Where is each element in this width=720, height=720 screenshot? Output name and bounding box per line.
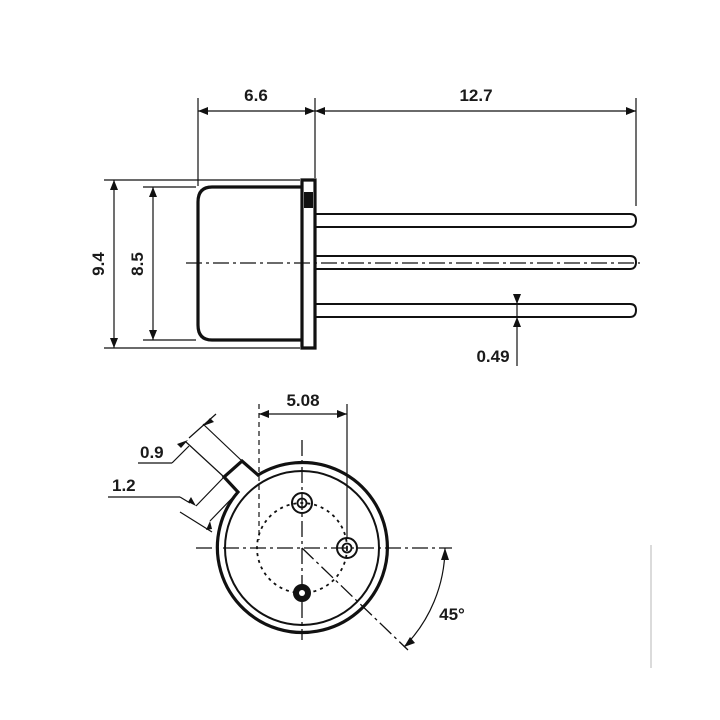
arrow-head: [110, 180, 118, 190]
ext-line-tab-top: [202, 423, 243, 462]
arrow-head: [149, 187, 157, 197]
arrow-head: [259, 410, 269, 418]
dim-label-flange-diameter: 9.4: [89, 252, 108, 276]
dim-label-lead-spacing: 5.08: [286, 391, 319, 410]
arrow-head: [177, 440, 188, 448]
pin-bottom-center: [299, 590, 305, 596]
arrow-head: [110, 338, 118, 348]
dim-label-tab-length: 1.2: [112, 476, 136, 495]
dim-label-tab-angle: 45°: [439, 605, 465, 624]
angle-arc: [403, 547, 446, 648]
bottom-view: 5.08 0.9 1.2 45°: [108, 391, 465, 651]
arrow-head: [513, 294, 521, 304]
arrow-head: [315, 107, 325, 115]
dim-label-lead-length: 12.7: [459, 86, 492, 105]
arrow-head: [513, 317, 521, 327]
dim-label-body-diameter: 8.5: [128, 252, 147, 276]
ext-line-tab-base: [209, 491, 239, 522]
arrow-head: [337, 410, 347, 418]
side-view: 6.6 12.7 9.4 8.5 0.49: [89, 86, 640, 366]
arrow-head: [305, 107, 315, 115]
pin-top: [296, 497, 308, 509]
dim-label-lead-diameter: 0.49: [476, 347, 509, 366]
arrow-head: [441, 548, 449, 560]
lead-middle: [315, 255, 638, 270]
lead-top: [315, 213, 638, 228]
dim-label-tab-width: 0.9: [140, 443, 164, 462]
arrow-head: [203, 418, 214, 426]
tab-axis-line: [301, 547, 409, 651]
dim-label-body-length: 6.6: [244, 86, 268, 105]
lead-bottom: [315, 303, 638, 318]
arrow-head: [188, 497, 196, 506]
arrow-head: [206, 521, 212, 530]
pin-right: [341, 542, 353, 554]
leader-tab-length-angle: [179, 496, 191, 504]
arrow-head: [626, 107, 636, 115]
arrow-head: [404, 637, 415, 647]
leader-tab-width-angle: [171, 445, 190, 464]
arrow-head: [149, 330, 157, 340]
ext-line-tab-end: [195, 476, 225, 507]
tab-side-mark: [304, 192, 313, 208]
arrow-head: [198, 107, 208, 115]
dim-line-tab-width: [188, 413, 217, 439]
pin-top-ring: [291, 492, 313, 514]
ext-line-tab-bottom: [185, 441, 225, 478]
